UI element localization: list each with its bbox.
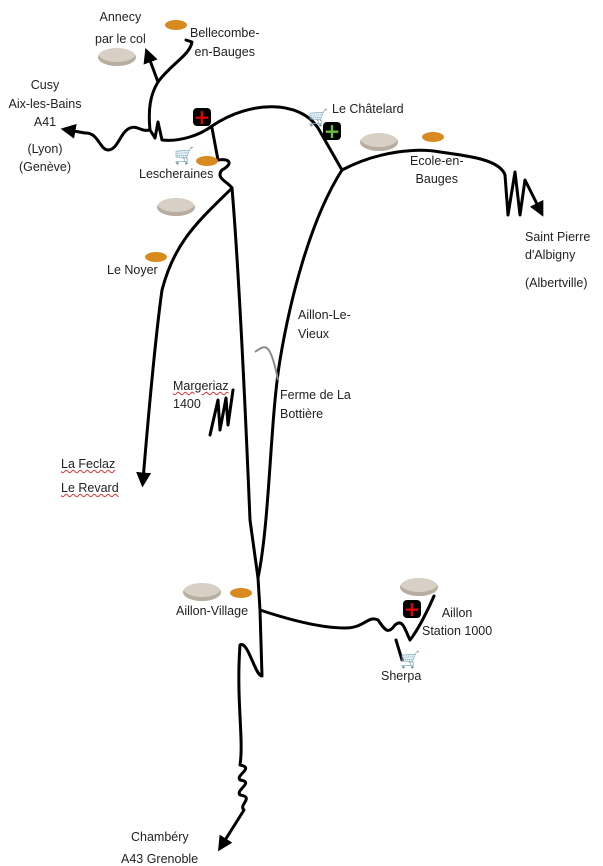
road-le-noyer-feclaz (136, 186, 234, 488)
road-bellecombe (156, 38, 194, 84)
pharmacy-cross-icon: + (193, 105, 211, 129)
shopping-cart-icon: 🛒 (174, 148, 194, 165)
bread-icon (165, 20, 187, 30)
cheese-icon (400, 578, 438, 596)
label-le-noyer: Le Noyer (107, 263, 158, 277)
road-ecole-saint-pierre (340, 148, 544, 217)
pharmacy-cross-icon: + (403, 597, 421, 621)
road-lescheraines-chatelard (148, 105, 344, 172)
shopping-cart-icon: 🛒 (308, 110, 328, 127)
label-chatelard: Le Châtelard (332, 102, 404, 116)
road-minor (254, 346, 279, 381)
bread-icon (422, 132, 444, 142)
cheese-icon (360, 133, 398, 151)
road-margeriaz (208, 388, 235, 437)
doctor-cross-icon: + (323, 119, 341, 143)
bread-icon (145, 252, 167, 262)
shopping-cart-icon: 🛒 (400, 652, 420, 669)
road-lescheraines-aillon (230, 186, 260, 580)
road-aillon-chambery (218, 576, 264, 852)
road-sherpa (394, 638, 404, 662)
road-cusy (60, 123, 152, 152)
road-annecy (143, 47, 160, 132)
label-aillon-le-vieux: Aillon-Le-Vieux (298, 308, 351, 341)
bread-icon (196, 156, 218, 166)
cheese-icon (98, 48, 136, 66)
road-aillon-station (258, 594, 436, 642)
cheese-icon (157, 198, 195, 216)
label-ecole: Ecole-en-Bauges (410, 154, 464, 186)
label-sherpa: Sherpa (381, 669, 422, 683)
label-bellecombe: Bellecombe-en-Bauges (190, 26, 260, 59)
road-lescheraines-south (210, 126, 234, 190)
cheese-icon (183, 583, 221, 601)
label-aillon-village: Aillon-Village (176, 604, 249, 618)
road-chatelard-aillon (256, 168, 344, 580)
label-lescheraines: Lescheraines (139, 167, 214, 181)
bread-icon (230, 588, 252, 598)
